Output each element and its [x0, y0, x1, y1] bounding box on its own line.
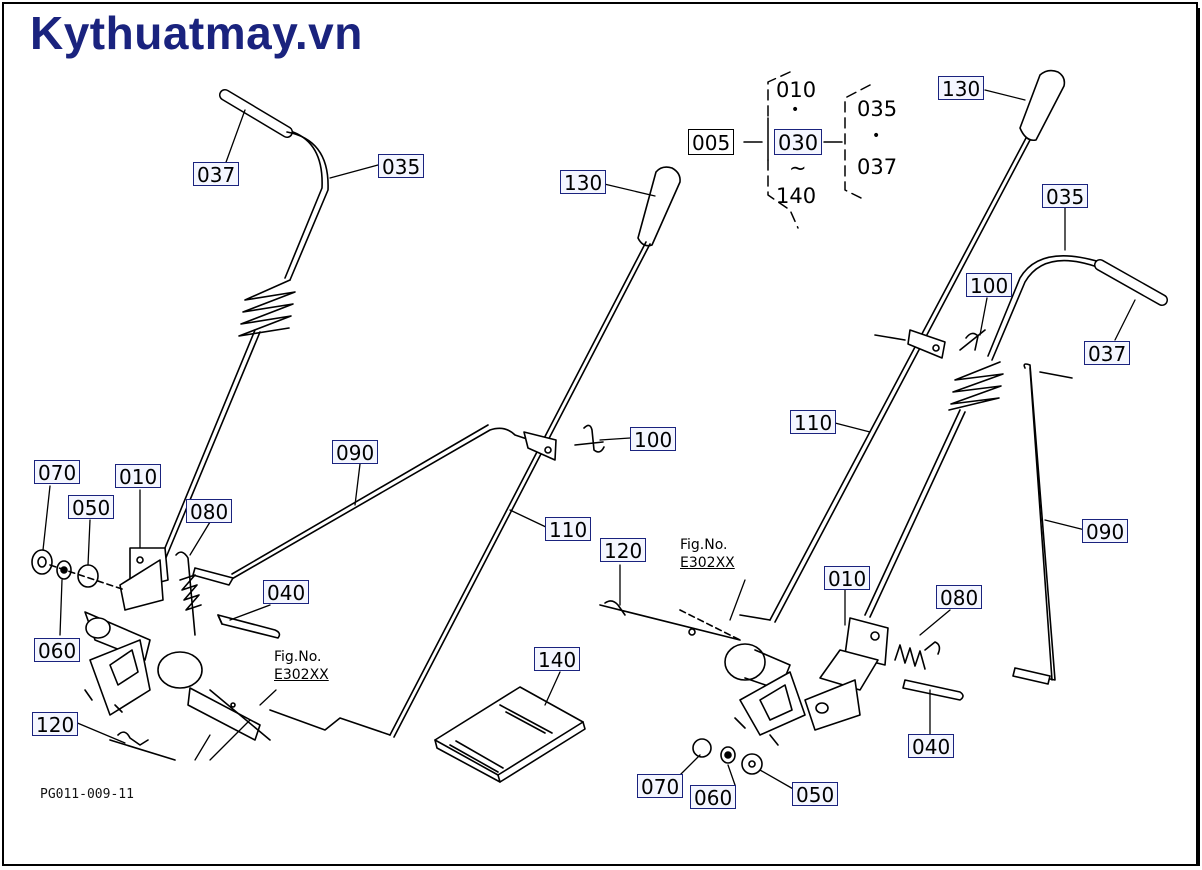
- fig-ref-left-line2: E302XX: [274, 667, 329, 683]
- label-right-080: 080: [936, 585, 983, 610]
- right-pin-100: [959, 329, 986, 351]
- group-bracket: [743, 71, 871, 229]
- label-left-090: 090: [332, 440, 379, 465]
- label-right-100: 100: [966, 273, 1013, 298]
- left-knob-130: [637, 166, 681, 247]
- label-left-120: 120: [32, 712, 79, 737]
- right-pin-120: [599, 600, 741, 641]
- label-right-110: 110: [790, 410, 837, 435]
- fig-ref-left-line1: Fig.No.: [274, 649, 322, 665]
- label-140: 140: [534, 647, 581, 672]
- label-left-010: 010: [115, 464, 162, 489]
- right-washer-050: [741, 753, 763, 775]
- group-left-top: 010: [776, 78, 817, 102]
- label-right-060: 060: [690, 785, 737, 810]
- group-left-mid: 030: [774, 129, 823, 155]
- left-bracket-010: [119, 547, 169, 611]
- label-left-070: 070: [34, 460, 81, 485]
- manual-book-140: [434, 686, 586, 783]
- label-left-060: 060: [34, 638, 81, 663]
- label-right-090: 090: [1082, 519, 1129, 544]
- right-rod-110: [739, 137, 1031, 623]
- fig-ref-right-line1: Fig.No.: [680, 537, 728, 553]
- group-right-bottom: 037: [857, 155, 898, 179]
- leader-lines: [42, 89, 1136, 791]
- label-left-100: 100: [630, 427, 677, 452]
- label-right-070: 070: [637, 774, 684, 799]
- group-right-dot: •: [872, 128, 881, 144]
- label-left-110: 110: [545, 517, 592, 542]
- label-left-040: 040: [263, 580, 310, 605]
- right-clip-bracket: [874, 329, 946, 359]
- drawing-code: PG011-009-11: [40, 787, 134, 802]
- fig-ref-right: Fig.No. E302XX: [680, 536, 735, 572]
- left-pin-100: [574, 424, 605, 453]
- right-pin-040: [902, 679, 964, 701]
- left-clip-bracket: [523, 431, 557, 461]
- group-right-top: 035: [857, 97, 898, 121]
- site-brand: Kythuatmay.vn: [30, 7, 363, 59]
- label-right-037: 037: [1084, 341, 1131, 366]
- label-right-120: 120: [600, 538, 647, 563]
- group-left-bottom: 140: [776, 184, 817, 208]
- label-left-080: 080: [186, 499, 233, 524]
- group-left-dot: •: [791, 102, 800, 118]
- left-lever-rod-035: [159, 131, 329, 561]
- left-shaft-assembly: [84, 611, 271, 741]
- right-bracket-010: [819, 617, 889, 691]
- left-rod-110: [269, 241, 651, 738]
- label-right-040: 040: [908, 734, 955, 759]
- left-lever-grip-037: [219, 89, 293, 138]
- label-left-130: 130: [560, 170, 607, 195]
- right-washer-060: [720, 746, 736, 764]
- right-link-090: [1012, 363, 1073, 685]
- label-right-130: 130: [938, 76, 985, 101]
- group-left-tilde: ~: [789, 156, 807, 180]
- left-spring-080: [175, 551, 202, 636]
- right-washer-070: [692, 738, 712, 758]
- right-lever-rod-035: [864, 255, 1101, 618]
- left-washer-070: [31, 549, 53, 575]
- right-lever-grip-037: [1094, 259, 1168, 306]
- label-group-005: 005: [688, 129, 735, 155]
- left-pin-120: [109, 731, 176, 761]
- label-right-035: 035: [1042, 184, 1089, 209]
- label-left-050: 050: [68, 495, 115, 520]
- left-link-090: [192, 424, 531, 586]
- label-left-037: 037: [193, 162, 240, 187]
- right-knob-130: [1019, 69, 1066, 142]
- label-left-035: 035: [378, 154, 425, 179]
- label-right-050: 050: [792, 782, 839, 807]
- right-spring-080: [894, 641, 941, 670]
- fig-ref-left: Fig.No. E302XX: [274, 648, 329, 684]
- left-pin-040: [217, 614, 281, 639]
- label-right-010: 010: [824, 566, 871, 591]
- right-shaft-assembly: [724, 643, 861, 746]
- fig-ref-right-line2: E302XX: [680, 555, 735, 571]
